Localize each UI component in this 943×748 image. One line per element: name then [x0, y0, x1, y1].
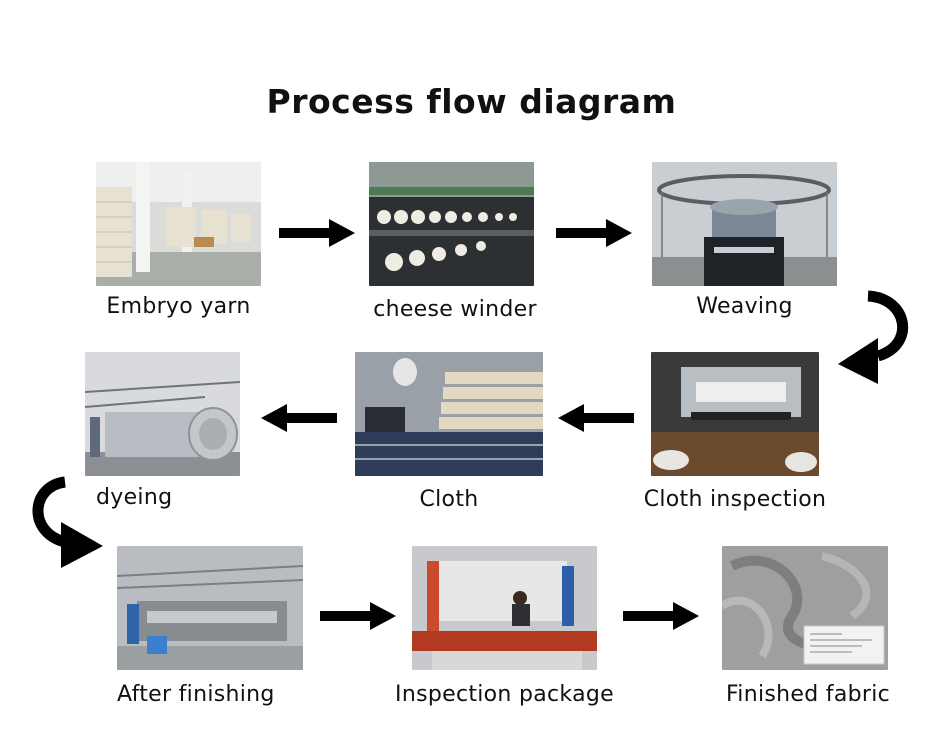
step-label-finished-fabric: Finished fabric	[725, 682, 891, 707]
step-label-cloth: Cloth	[419, 487, 479, 512]
step-label-cloth-inspection: Cloth inspection	[643, 487, 827, 512]
weaving-photo	[652, 162, 837, 286]
cheese-winder-photo	[369, 162, 534, 286]
step-label-weaving: Weaving	[696, 294, 793, 319]
dyeing-photo	[85, 352, 240, 476]
cloth-inspection-photo	[651, 352, 819, 476]
curved-arrow-down-icon	[838, 290, 918, 386]
step-label-cheese-winder: cheese winder	[373, 297, 537, 322]
arrow-left-icon	[558, 404, 634, 432]
page-title: Process flow diagram	[266, 82, 677, 121]
inspection-package-photo	[412, 546, 597, 670]
arrow-right-icon	[279, 219, 355, 247]
step-label-after-finishing: After finishing	[117, 682, 275, 707]
embryo-yarn-photo	[96, 162, 261, 286]
arrow-right-icon	[320, 602, 396, 630]
step-label-dyeing: dyeing	[96, 485, 173, 510]
arrow-right-icon	[556, 219, 632, 247]
finished-fabric-photo	[722, 546, 888, 670]
step-label-inspection-package: Inspection package	[395, 682, 614, 707]
curved-arrow-down-icon	[23, 476, 105, 568]
after-finishing-photo	[117, 546, 303, 670]
arrow-left-icon	[261, 404, 337, 432]
step-label-embryo-yarn: Embryo yarn	[106, 294, 251, 319]
arrow-right-icon	[623, 602, 699, 630]
cloth-photo	[355, 352, 543, 476]
